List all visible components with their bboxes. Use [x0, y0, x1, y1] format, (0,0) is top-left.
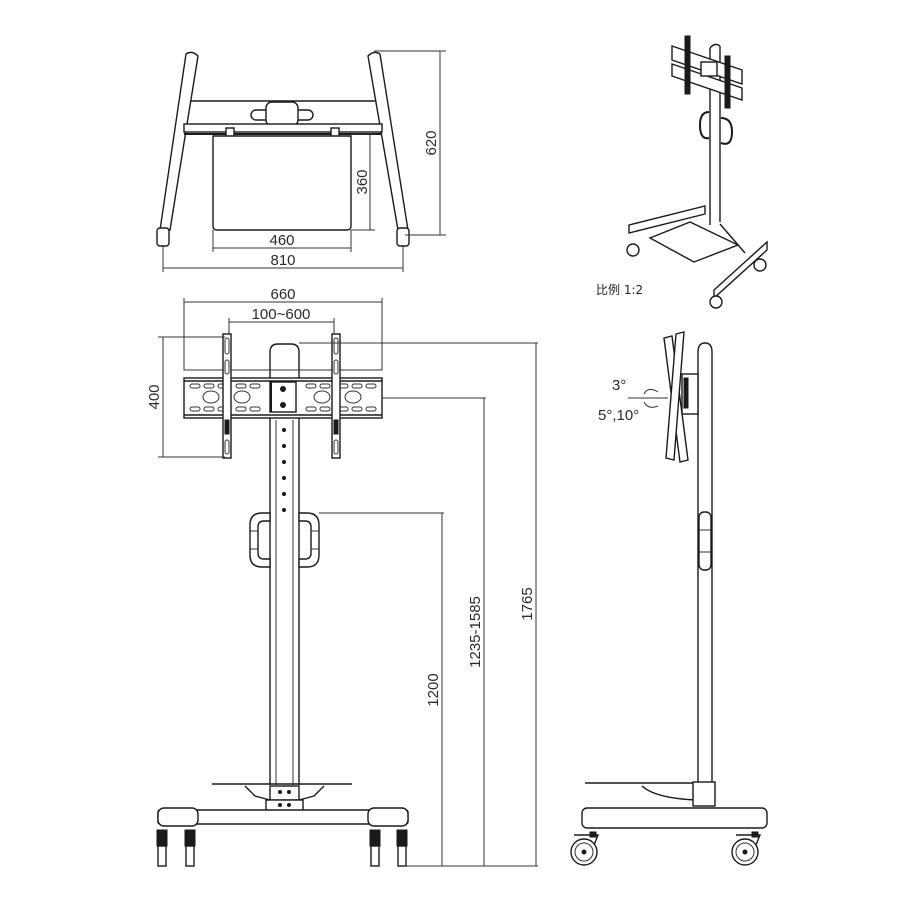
dimension-handle-height: 1200 [425, 673, 442, 706]
scale-label: 比例 1:2 [596, 283, 643, 297]
dimension-bracket-center-height: 1235-1585 [467, 596, 484, 668]
dimension-shelf-width: 460 [269, 232, 294, 249]
dimension-base-depth: 620 [423, 130, 440, 155]
tilt-up-label: 3° [612, 377, 626, 394]
top-view: 360 620 460 810 [156, 50, 446, 272]
dimension-bracket-width: 660 [270, 286, 295, 303]
isometric-view: 比例 1:2 [596, 35, 768, 309]
dimension-shelf-depth: 360 [354, 169, 371, 194]
dimension-bracket-height: 400 [146, 384, 163, 409]
tilt-down-label: 5°,10° [598, 407, 639, 424]
front-view: 660 100~600 400 1765 1235-1585 1200 [146, 286, 538, 867]
dimension-vesa-range: 100~600 [252, 306, 311, 323]
side-view: 3° 5°,10° [570, 331, 768, 866]
dimension-overall-width: 810 [270, 252, 295, 269]
dimension-total-height: 1765 [519, 587, 536, 620]
